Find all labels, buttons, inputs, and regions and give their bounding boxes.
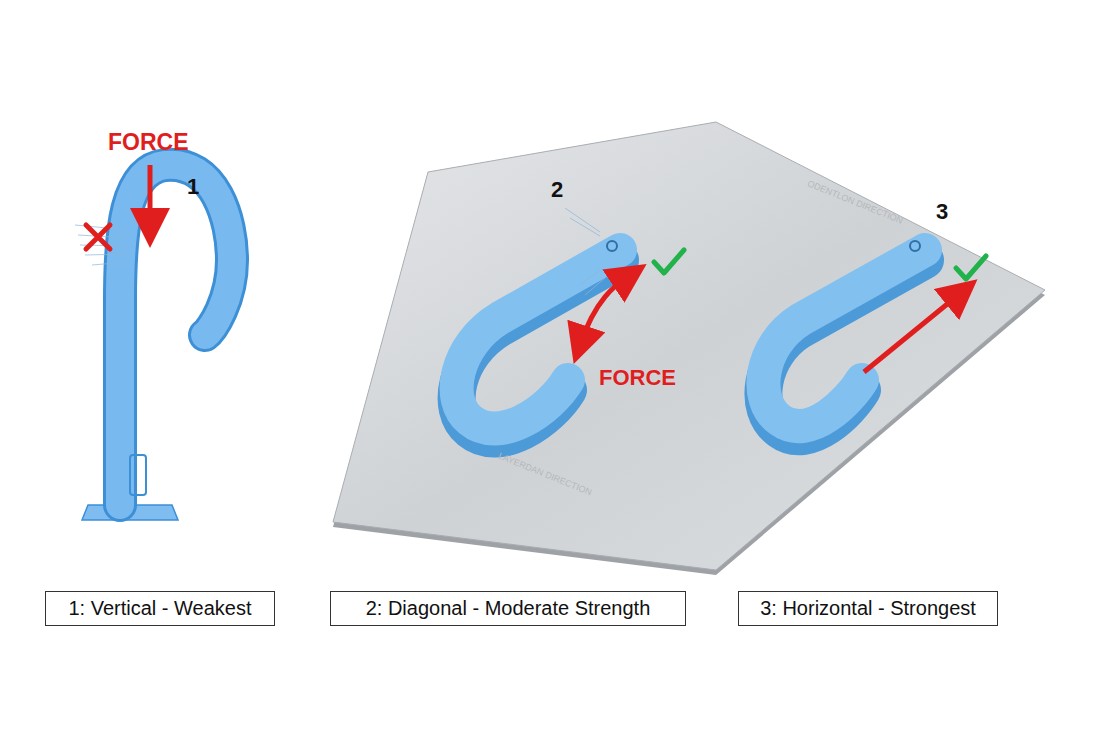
hook-diagonal — [457, 208, 620, 439]
caption-text: 2: Diagonal - Moderate Strength — [366, 597, 651, 620]
caption-box: 1: Vertical - Weakest — [45, 591, 275, 626]
callout-number: 2 — [551, 179, 563, 201]
callout-number: 3 — [936, 201, 948, 223]
caption-box: 2: Diagonal - Moderate Strength — [330, 591, 686, 626]
caption-text: 3: Horizontal - Strongest — [760, 597, 976, 620]
force-label: FORCE — [108, 131, 189, 154]
force-arrow — [864, 292, 962, 372]
build-plate — [333, 122, 1045, 570]
force-arrow — [148, 165, 153, 228]
callout-number: 1 — [187, 176, 199, 198]
hook-horizontal — [763, 241, 925, 436]
force-arrow — [580, 275, 630, 345]
check-mark — [654, 250, 684, 273]
caption-box: 3: Horizontal - Strongest — [738, 591, 998, 626]
cross-mark — [86, 225, 110, 249]
caption-text: 1: Vertical - Weakest — [68, 597, 251, 620]
hook-vertical — [75, 165, 232, 520]
force-label: FORCE — [599, 367, 676, 389]
check-mark — [956, 256, 986, 279]
